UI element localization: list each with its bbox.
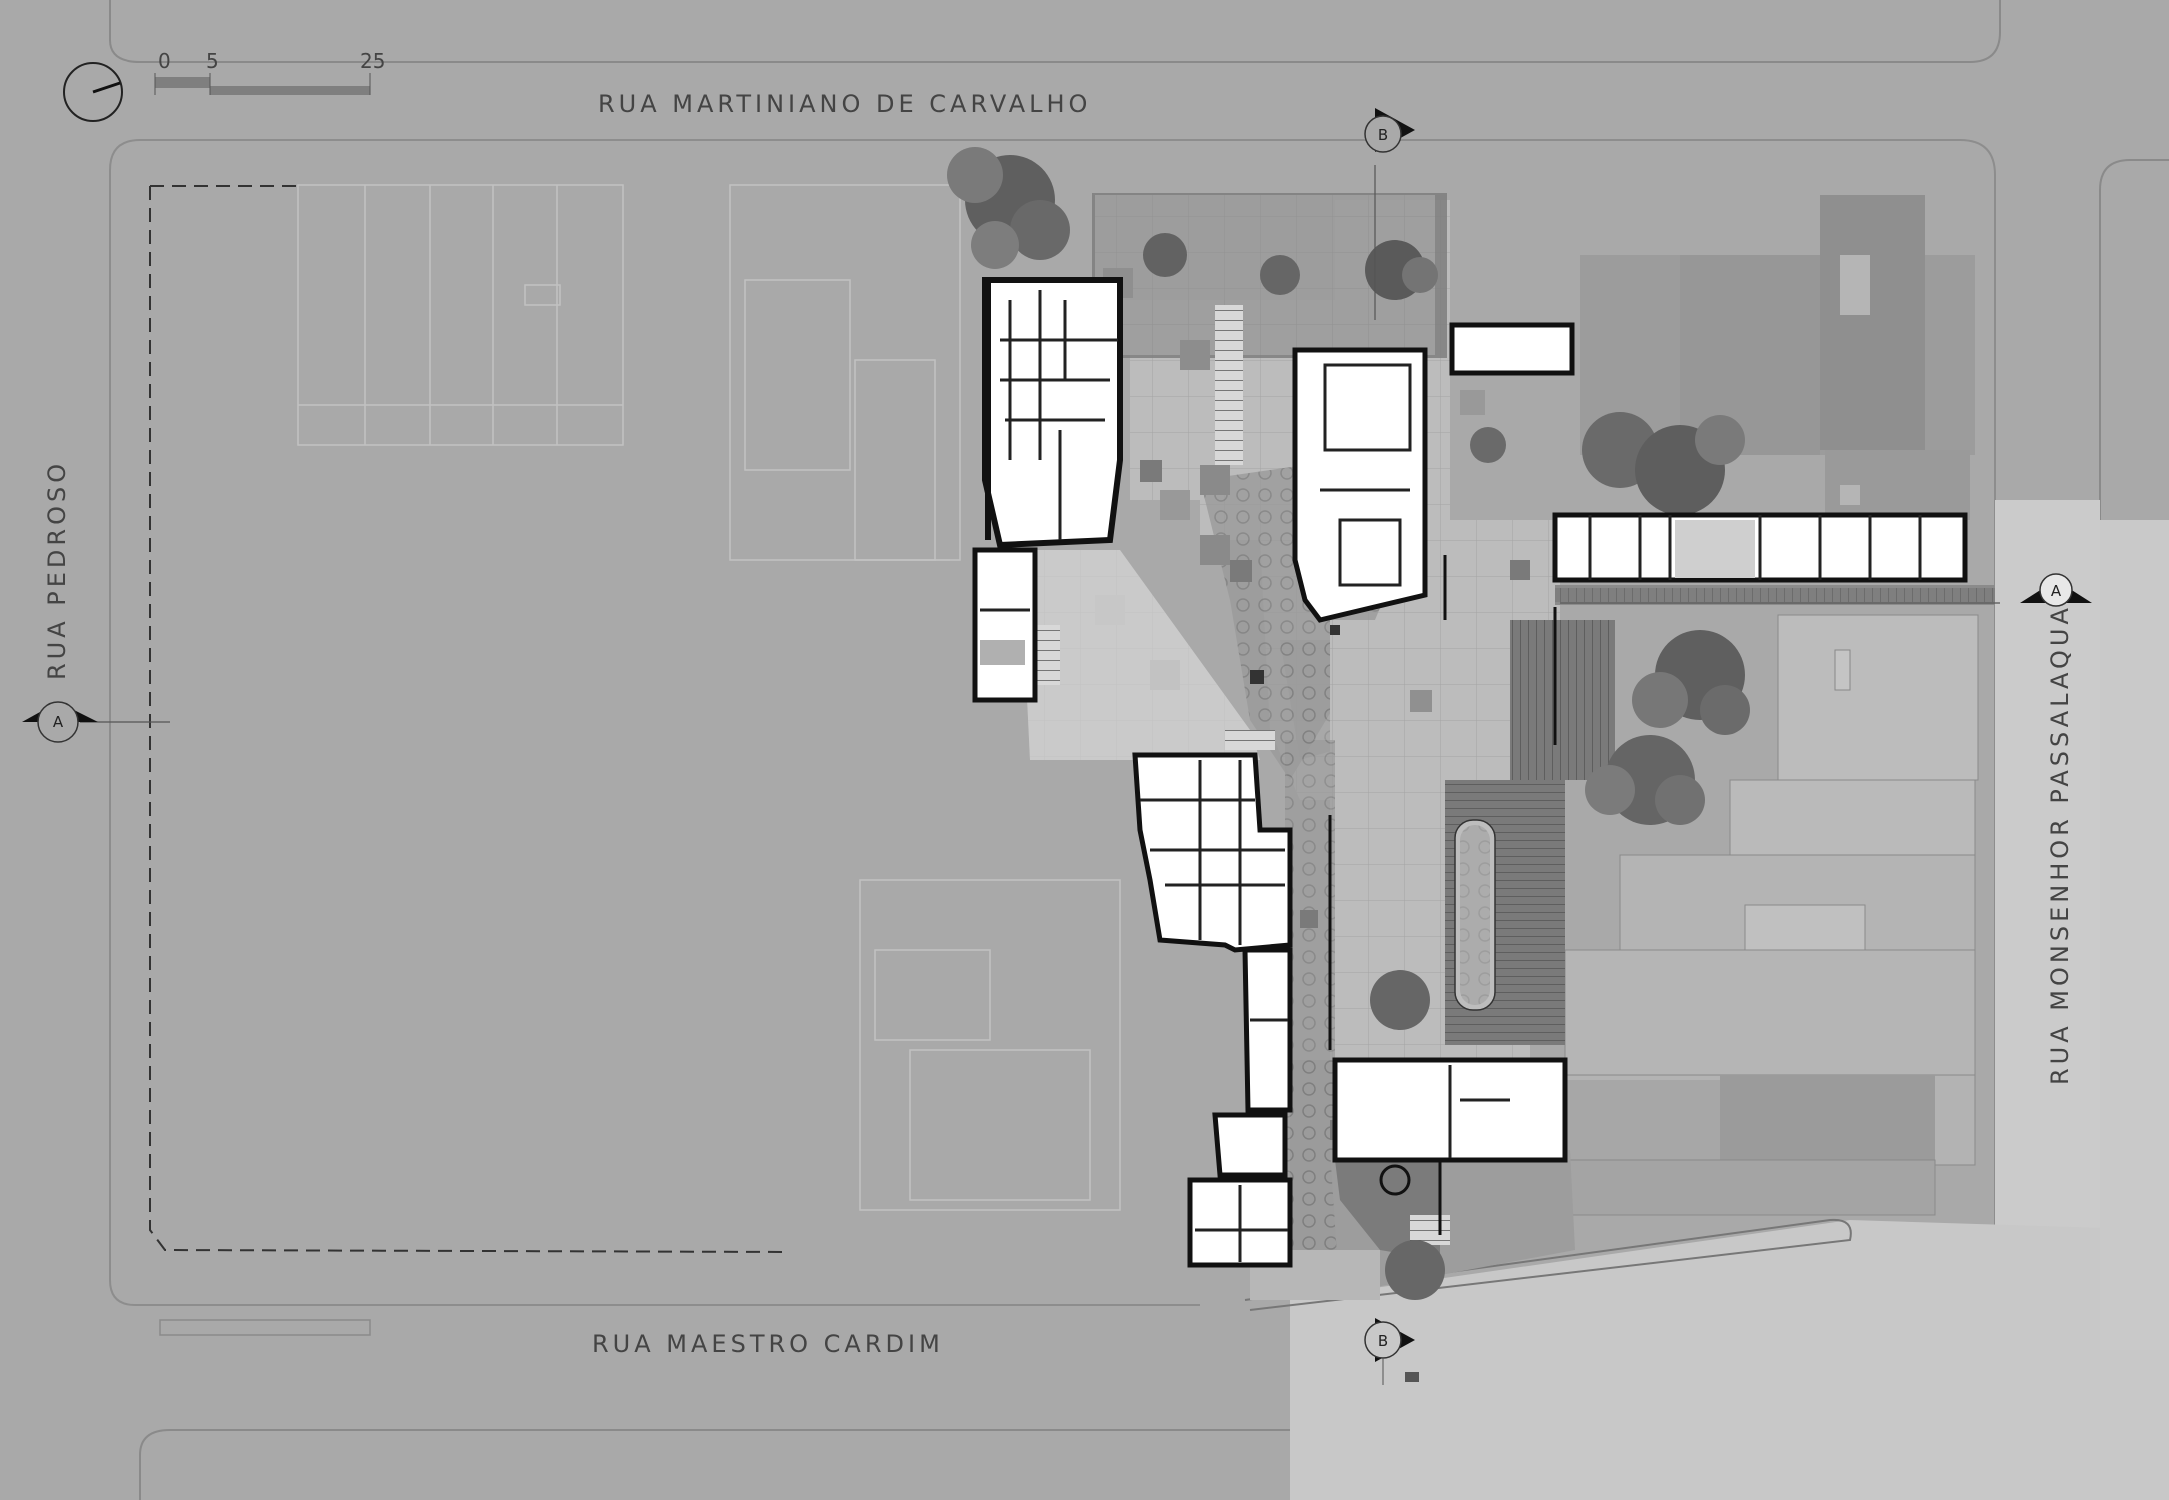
tree bbox=[1585, 735, 1705, 825]
building-southwest bbox=[1187, 1177, 1293, 1268]
building-southwest-small bbox=[1212, 1112, 1288, 1178]
building-west-lower bbox=[1242, 947, 1293, 1113]
lot-boundary bbox=[149, 185, 791, 1253]
buildings bbox=[972, 277, 1968, 1268]
walkway-walls bbox=[1328, 555, 1557, 1235]
section-marker-a-east: A bbox=[2020, 573, 2092, 607]
scale-tick-0: 0 bbox=[158, 49, 171, 73]
section-marker-b-north: B bbox=[1364, 108, 1415, 153]
street-label-south: RUA MAESTRO CARDIM bbox=[592, 1330, 944, 1358]
scale-tick-5: 5 bbox=[206, 49, 219, 73]
north-arrow-icon bbox=[63, 62, 123, 122]
building-northwest bbox=[982, 277, 1123, 549]
tree bbox=[1582, 412, 1745, 515]
decks bbox=[1445, 585, 1995, 1045]
neighbor-outlines bbox=[159, 184, 1121, 1336]
building-central bbox=[1292, 347, 1428, 623]
street-label-north: RUA MARTINIANO DE CARVALHO bbox=[598, 90, 1091, 118]
scale-tick-25: 25 bbox=[360, 49, 385, 73]
scale-bar: 0 5 25 bbox=[154, 49, 385, 95]
street-label-west: RUA PEDROSO bbox=[43, 460, 71, 680]
marker-label: B bbox=[1378, 126, 1388, 144]
building-south bbox=[1332, 1057, 1568, 1163]
tree bbox=[947, 147, 1070, 269]
building-east-row bbox=[1552, 512, 1968, 583]
building-northwest-annex bbox=[972, 547, 1038, 703]
building-north-small bbox=[1449, 322, 1575, 376]
neighbor-roofs bbox=[1564, 195, 1979, 1216]
marker-label: B bbox=[1378, 1332, 1388, 1350]
tree bbox=[1632, 630, 1750, 735]
marker-label: A bbox=[53, 713, 64, 731]
stairs bbox=[1022, 305, 1450, 1245]
section-marker-a-west: A bbox=[22, 701, 98, 743]
building-west-middle bbox=[1132, 752, 1293, 953]
marker-label: A bbox=[2051, 582, 2062, 600]
section-marker-b-south: B bbox=[1364, 1318, 1419, 1385]
street-label-east: RUA MONSENHOR PASSALAQUA bbox=[2046, 604, 2074, 1085]
trees bbox=[947, 147, 1750, 1300]
street-network bbox=[109, 0, 2169, 1500]
